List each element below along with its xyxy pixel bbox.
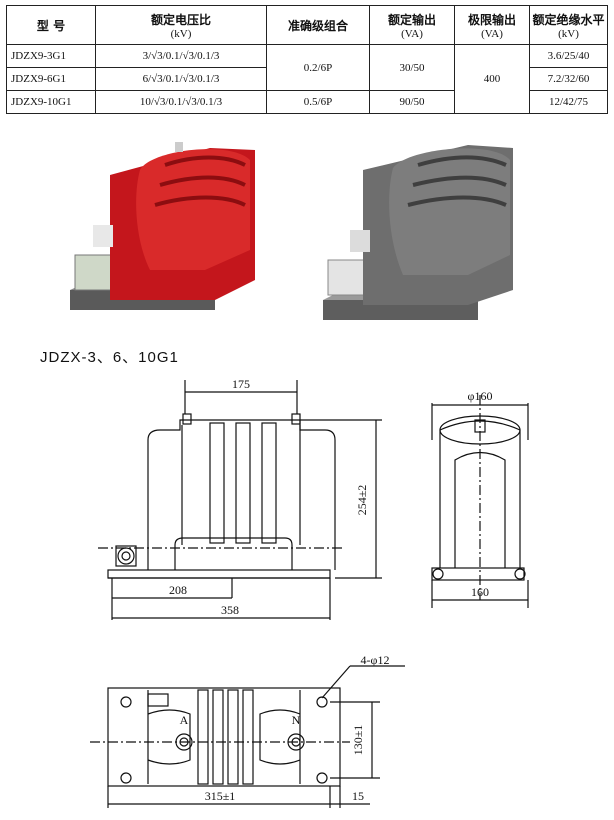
header-ratio: 额定电压比(kV) <box>95 5 267 45</box>
cell-model: JDZX9-6G1 <box>6 67 96 91</box>
cell-output: 90/50 <box>369 90 455 114</box>
front-view-drawing <box>98 380 382 620</box>
top-view-drawing <box>90 665 405 808</box>
dim-175: 175 <box>232 377 250 391</box>
cell-insulation: 12/42/75 <box>529 90 608 114</box>
cell-ratio: 3/√3/0.1/√3/0.1/3 <box>95 44 267 68</box>
dim-130: 130±1 <box>351 725 365 756</box>
header-insulation: 额定绝缘水平(kV) <box>529 5 608 45</box>
side-view-drawing <box>431 395 529 608</box>
dim-15: 15 <box>352 789 364 803</box>
terminal-n-label: N <box>292 713 301 727</box>
model-subtitle: JDZX-3、6、10G1 <box>40 349 179 366</box>
cell-accuracy: 0.5/6P <box>266 90 370 114</box>
cell-insulation: 7.2/32/60 <box>529 67 608 91</box>
dim-208: 208 <box>169 583 187 597</box>
header-accuracy: 准确级组合 <box>266 5 370 45</box>
cell-ratio: 6/√3/0.1/√3/0.1/3 <box>95 67 267 91</box>
dim-254: 254±2 <box>355 485 369 516</box>
cell-output: 30/50 <box>369 44 455 91</box>
dim-phi160: φ160 <box>468 389 493 403</box>
dim-358: 358 <box>221 603 239 617</box>
spec-table: 型 号 额定电压比(kV) 准确级组合 额定输出(VA) 极限输出(VA) 额定… <box>6 5 608 114</box>
cell-limit: 400 <box>454 44 530 114</box>
cell-model: JDZX9-10G1 <box>6 90 96 114</box>
dim-holes: 4-φ12 <box>361 653 390 667</box>
cell-model: JDZX9-3G1 <box>6 44 96 68</box>
cell-insulation: 3.6/25/40 <box>529 44 608 68</box>
cell-accuracy: 0.2/6P <box>266 44 370 91</box>
terminal-a-label: A <box>180 713 189 727</box>
header-model: 型 号 <box>6 5 96 45</box>
transformer-photo-gray <box>323 145 513 320</box>
header-limit: 极限输出(VA) <box>454 5 530 45</box>
dimension-drawings: 175 254±2 208 358 φ160 160 4-φ12 130±1 3… <box>90 377 529 808</box>
header-output: 额定输出(VA) <box>369 5 455 45</box>
dim-160: 160 <box>471 585 489 599</box>
transformer-photo-red <box>70 142 255 310</box>
cell-ratio: 10/√3/0.1/√3/0.1/3 <box>95 90 267 114</box>
dim-315: 315±1 <box>205 789 236 803</box>
